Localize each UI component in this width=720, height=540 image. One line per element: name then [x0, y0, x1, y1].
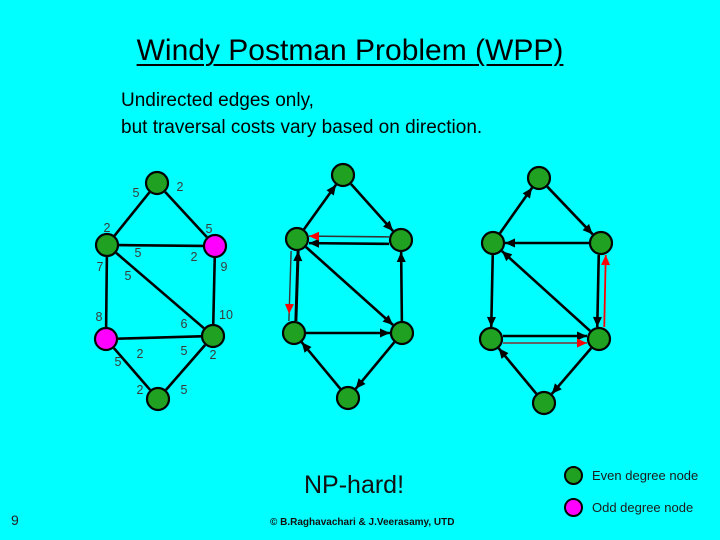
graph-edge: [104, 256, 109, 328]
edge-weight-label: 5: [135, 246, 142, 260]
edge-weight-label: 2: [210, 348, 217, 362]
edge-weight-label: 9: [221, 260, 228, 274]
edge-arrowhead: [577, 331, 587, 341]
graph-edge: [489, 254, 495, 328]
edge-arrowhead: [284, 303, 294, 315]
subtitle-line-1: Undirected edges only,: [121, 90, 314, 111]
slide-subtitle: Undirected edges only, but traversal cos…: [121, 87, 482, 141]
edge-arrowhead: [498, 348, 509, 359]
graph-edge: [211, 257, 217, 325]
graph-edge: [546, 185, 594, 236]
graph-edge: [399, 251, 404, 322]
edge-weight-label: 5: [181, 344, 188, 358]
graph-edge: [308, 241, 390, 246]
graph-node-ru: [588, 230, 614, 256]
edge-weight-label: 5: [125, 269, 132, 283]
graph-edge: [300, 341, 342, 390]
edge-weight-label: 2: [177, 180, 184, 194]
edge-weight-label: 8: [96, 310, 103, 324]
graph-edge: [501, 250, 591, 332]
edge-weight-label: 7: [97, 260, 104, 274]
graph-edge: [308, 235, 390, 238]
edge-weight-label: 2: [104, 221, 111, 235]
edge-arrowhead: [382, 220, 394, 232]
graph-edge: [350, 183, 394, 232]
legend-label-odd-degree: Odd degree node: [592, 500, 694, 515]
page-number: 9: [11, 512, 19, 528]
odd-degree-node-swatch: [564, 498, 583, 517]
graph-edge: [117, 335, 202, 340]
graph-edge: [118, 243, 204, 248]
edge-arrowhead: [380, 328, 390, 338]
edge-arrowhead: [486, 316, 496, 328]
edge-arrowhead: [551, 383, 562, 394]
graph-edge: [164, 344, 207, 391]
graph-node-rl: [200, 323, 226, 349]
np-hard-label: NP-hard!: [304, 471, 405, 499]
edge-weight-label: 5: [115, 355, 122, 369]
graph-edge: [112, 347, 152, 391]
graph-node-lu: [94, 232, 120, 258]
edge-arrowhead: [308, 231, 320, 241]
edge-arrowhead: [505, 238, 515, 248]
graph-edge: [305, 246, 394, 326]
edge-weight-label: 2: [191, 250, 198, 264]
edge-arrowhead: [582, 223, 593, 235]
legend-row-even-degree: Even degree node: [564, 466, 698, 485]
graph-node-b: [531, 390, 557, 416]
legend-row-odd-degree: Odd degree node: [564, 498, 698, 517]
edge-arrowhead: [522, 187, 533, 199]
edge-arrowhead: [293, 250, 303, 262]
legend-label-even-degree: Even degree node: [592, 468, 699, 483]
even-degree-node-swatch: [564, 466, 583, 485]
edge-arrowhead: [601, 254, 611, 266]
graph-node-t: [144, 170, 170, 196]
graph-node-ll: [281, 320, 307, 346]
graph-node-rl: [389, 320, 415, 346]
graph-node-lu: [480, 230, 506, 256]
edge-weight-label: 2: [137, 347, 144, 361]
edge-weight-label: 5: [133, 186, 140, 200]
edge-weight-label: 6: [181, 317, 188, 331]
edge-arrowhead: [382, 314, 394, 325]
edge-weight-label: 5: [181, 383, 188, 397]
slide-title: Windy Postman Problem (WPP): [136, 34, 564, 67]
edge-arrowhead: [577, 338, 587, 348]
graph-edge: [550, 347, 593, 395]
graph-node-ru: [388, 227, 414, 253]
edge-arrowhead: [501, 251, 513, 262]
graph-node-ll: [93, 326, 119, 352]
graph-edge: [294, 250, 300, 322]
copyright: © B.Raghavachari & J.Veerasamy, UTD: [270, 517, 455, 528]
graph-node-b: [335, 385, 361, 411]
graph-node-rl: [586, 326, 612, 352]
graph-edge: [113, 191, 151, 237]
legend: Even degree node Odd degree node: [564, 466, 698, 530]
edge-arrowhead: [355, 378, 366, 389]
directed-solution-graph-2: [478, 165, 614, 416]
graph-edge: [354, 341, 396, 390]
graph-edge: [115, 251, 205, 330]
directed-solution-graph-1: [281, 162, 415, 411]
graph-edge: [595, 254, 601, 328]
graph-node-b: [145, 386, 171, 412]
edge-arrowhead: [301, 342, 312, 353]
graph-edge: [164, 190, 208, 239]
edge-arrowhead: [326, 184, 336, 196]
graph-edge: [603, 254, 607, 328]
graph-node-ll: [478, 326, 504, 352]
edge-weight-label: 2: [137, 383, 144, 397]
edge-weight-label: 10: [219, 308, 233, 322]
edge-arrowhead: [308, 238, 320, 248]
graph-node-ru: [202, 233, 228, 259]
graph-node-t: [330, 162, 356, 188]
subtitle-line-2: but traversal costs vary based on direct…: [121, 117, 483, 138]
graph-node-lu: [284, 226, 310, 252]
edge-arrowhead: [592, 316, 602, 328]
graph-node-t: [526, 165, 552, 191]
edge-arrowhead: [396, 251, 406, 263]
edge-weight-label: 5: [206, 222, 213, 236]
